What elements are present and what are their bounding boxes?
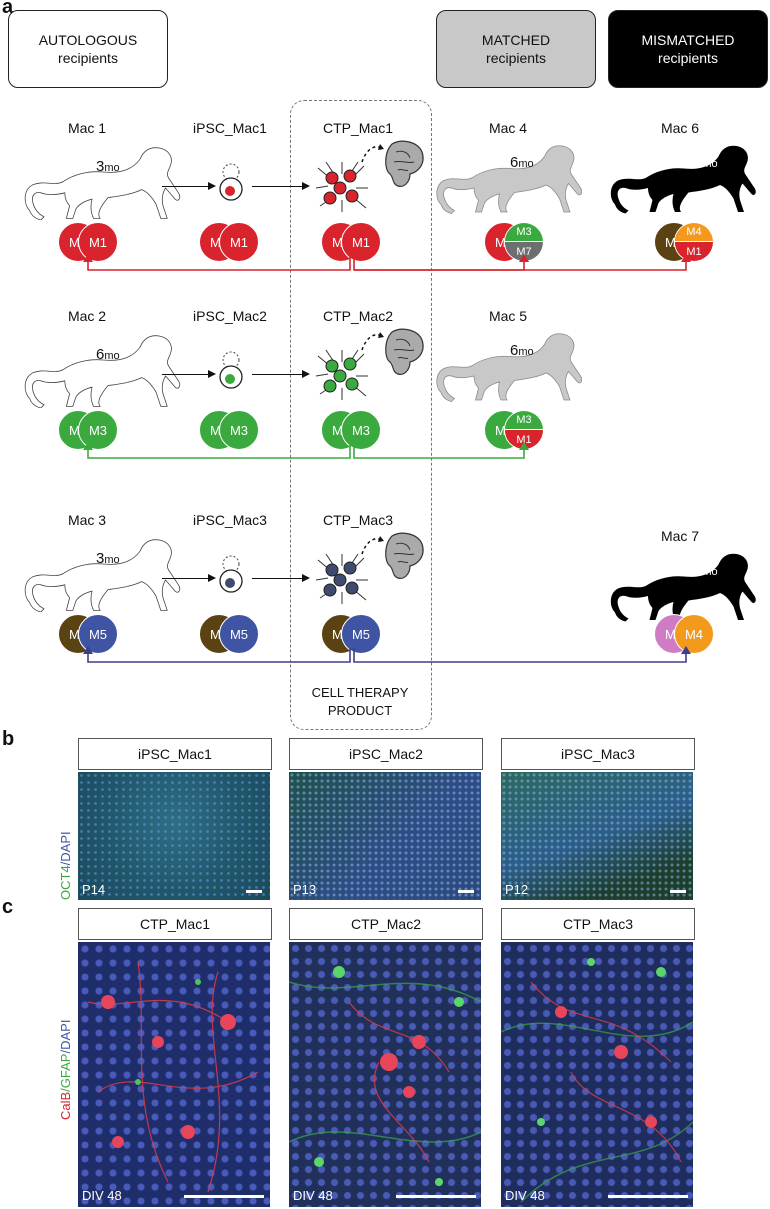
ipsc-micrograph-3 — [501, 772, 693, 900]
ipsc-image-title-1: iPSC_Mac1 — [78, 738, 272, 770]
ipsc-micrograph-1 — [78, 772, 270, 900]
brain-icon-mac1 — [361, 140, 424, 187]
neuron-cluster-icon-mac1 — [315, 161, 368, 212]
age-mac5: 6mo — [510, 342, 534, 359]
ctp-label-mac1: CTP_Mac1 — [322, 120, 394, 136]
allele-ipsc3-b: M5 — [219, 614, 259, 654]
scale-bar-c3 — [608, 1195, 688, 1198]
neuron-cluster-icon-mac2 — [315, 349, 368, 400]
div-label-2: DIV 48 — [293, 1188, 333, 1203]
ipsc-micrograph-2 — [289, 772, 481, 900]
arrow-ipsc-to-ctp-1 — [252, 181, 310, 190]
panel-letter-c: c — [2, 896, 14, 918]
recipient-label-mac6: Mac 6 — [660, 120, 700, 136]
connector-green — [83, 442, 529, 459]
ipsc-cell-icon-mac2 — [219, 351, 243, 389]
arrow-ipsc-to-ctp-3 — [252, 573, 310, 582]
allele-ctp2-b: M3 — [341, 410, 381, 450]
ipsc-image-title-3: iPSC_Mac3 — [501, 738, 695, 770]
recipient-label-mac7: Mac 7 — [660, 528, 700, 544]
mismatched-header: MISMATCHED recipients — [608, 10, 768, 88]
neuron-cluster-icon-mac3 — [315, 553, 368, 604]
brain-icon-mac3 — [361, 532, 424, 579]
allele-mac7-b: M4 — [674, 614, 714, 654]
allele-ctp3-b: M5 — [341, 614, 381, 654]
age-mac1: 3mo — [96, 158, 120, 175]
allele-mac4-split-bottom: M7 — [505, 242, 543, 261]
connector-red — [83, 254, 691, 271]
recipient-label-mac4: Mac 4 — [488, 120, 528, 136]
div-label-1: DIV 48 — [82, 1188, 122, 1203]
donor-label-mac1: Mac 1 — [67, 120, 107, 136]
allele-ipsc2-b: M3 — [219, 410, 259, 450]
oct4-dapi-label: OCT4/DAPI — [58, 831, 73, 900]
allele-mac6-split-top: M4 — [675, 223, 713, 242]
ipsc-label-mac3: iPSC_Mac3 — [193, 512, 267, 528]
monkey-outline-icon-mac3 — [24, 539, 181, 612]
allele-mac4-split-top: M3 — [505, 223, 543, 242]
calb-gfap-dapi-label: CalB/GFAP/DAPI — [58, 1019, 73, 1120]
arrow-donor-to-ipsc-2 — [162, 369, 216, 378]
panel-letter-a: a — [2, 0, 14, 18]
age-mac6: 3mo — [694, 154, 718, 171]
allele-mac3-b: M5 — [78, 614, 118, 654]
age-mac7: 3mo — [694, 562, 718, 579]
monkey-grey-icon-mac5 — [436, 333, 582, 402]
div-label-3: DIV 48 — [505, 1188, 545, 1203]
arrow-donor-to-ipsc-3 — [162, 573, 216, 582]
allele-mac2-b: M3 — [78, 410, 118, 450]
ctp-image-title-3: CTP_Mac3 — [501, 908, 695, 940]
ipsc-image-title-2: iPSC_Mac2 — [289, 738, 483, 770]
passage-label-3: P12 — [505, 882, 529, 897]
monkey-outline-icon-mac1 — [24, 147, 181, 220]
ipsc-label-mac1: iPSC_Mac1 — [193, 120, 267, 136]
allele-mac4-split: M3 M7 — [504, 222, 544, 262]
ctp-micrograph-3 — [501, 942, 693, 1207]
monkey-black-icon-mac7 — [610, 553, 756, 622]
allele-mac5-split: M3 M1 — [504, 410, 544, 450]
ctp-micrograph-1 — [78, 942, 270, 1207]
age-mac3: 3mo — [96, 550, 120, 567]
monkey-black-icon-mac6 — [610, 145, 756, 214]
ctp-micrograph-2 — [289, 942, 481, 1207]
cell-therapy-product-box — [290, 100, 432, 730]
arrow-donor-to-ipsc-1 — [162, 181, 216, 190]
passage-label-1: P14 — [82, 882, 106, 897]
scale-bar-b2 — [458, 890, 474, 893]
scale-bar-c2 — [396, 1195, 476, 1198]
brain-icon-mac2 — [361, 328, 424, 375]
donor-label-mac3: Mac 3 — [67, 512, 107, 528]
monkey-outline-icon-mac2 — [24, 335, 181, 408]
arrow-ipsc-to-ctp-2 — [252, 369, 310, 378]
panel-letter-b: b — [2, 728, 15, 750]
autologous-header: AUTOLOGOUS recipients — [8, 10, 168, 88]
allele-mac5-split-top: M3 — [505, 411, 543, 430]
ctp-image-title-1: CTP_Mac1 — [78, 908, 272, 940]
connector-blue — [83, 646, 691, 663]
allele-mac6-split-bottom: M1 — [675, 242, 713, 261]
passage-label-2: P13 — [293, 882, 317, 897]
monkey-grey-icon-mac4 — [436, 145, 582, 214]
cell-therapy-product-label: CELL THERAPY PRODUCT — [311, 685, 409, 718]
allele-ctp1-b: M1 — [341, 222, 381, 262]
age-mac2: 6mo — [96, 346, 120, 363]
scale-bar-b3 — [670, 890, 686, 893]
ipsc-cell-icon-mac1 — [219, 163, 243, 201]
recipient-label-mac5: Mac 5 — [488, 308, 528, 324]
age-mac4: 6mo — [510, 154, 534, 171]
ipsc-cell-icon-mac3 — [219, 555, 243, 593]
ctp-label-mac2: CTP_Mac2 — [322, 308, 394, 324]
scale-bar-c1 — [184, 1195, 264, 1198]
ctp-label-mac3: CTP_Mac3 — [322, 512, 394, 528]
allele-mac5-split-bottom: M1 — [505, 430, 543, 449]
allele-ipsc1-b: M1 — [219, 222, 259, 262]
matched-header: MATCHED recipients — [436, 10, 596, 88]
allele-mac6-split: M4 M1 — [674, 222, 714, 262]
allele-mac1-b: M1 — [78, 222, 118, 262]
ctp-image-title-2: CTP_Mac2 — [289, 908, 483, 940]
donor-label-mac2: Mac 2 — [67, 308, 107, 324]
scale-bar-b1 — [246, 890, 262, 893]
allele-mac4-a: M1 — [484, 222, 524, 262]
ipsc-label-mac2: iPSC_Mac2 — [193, 308, 267, 324]
